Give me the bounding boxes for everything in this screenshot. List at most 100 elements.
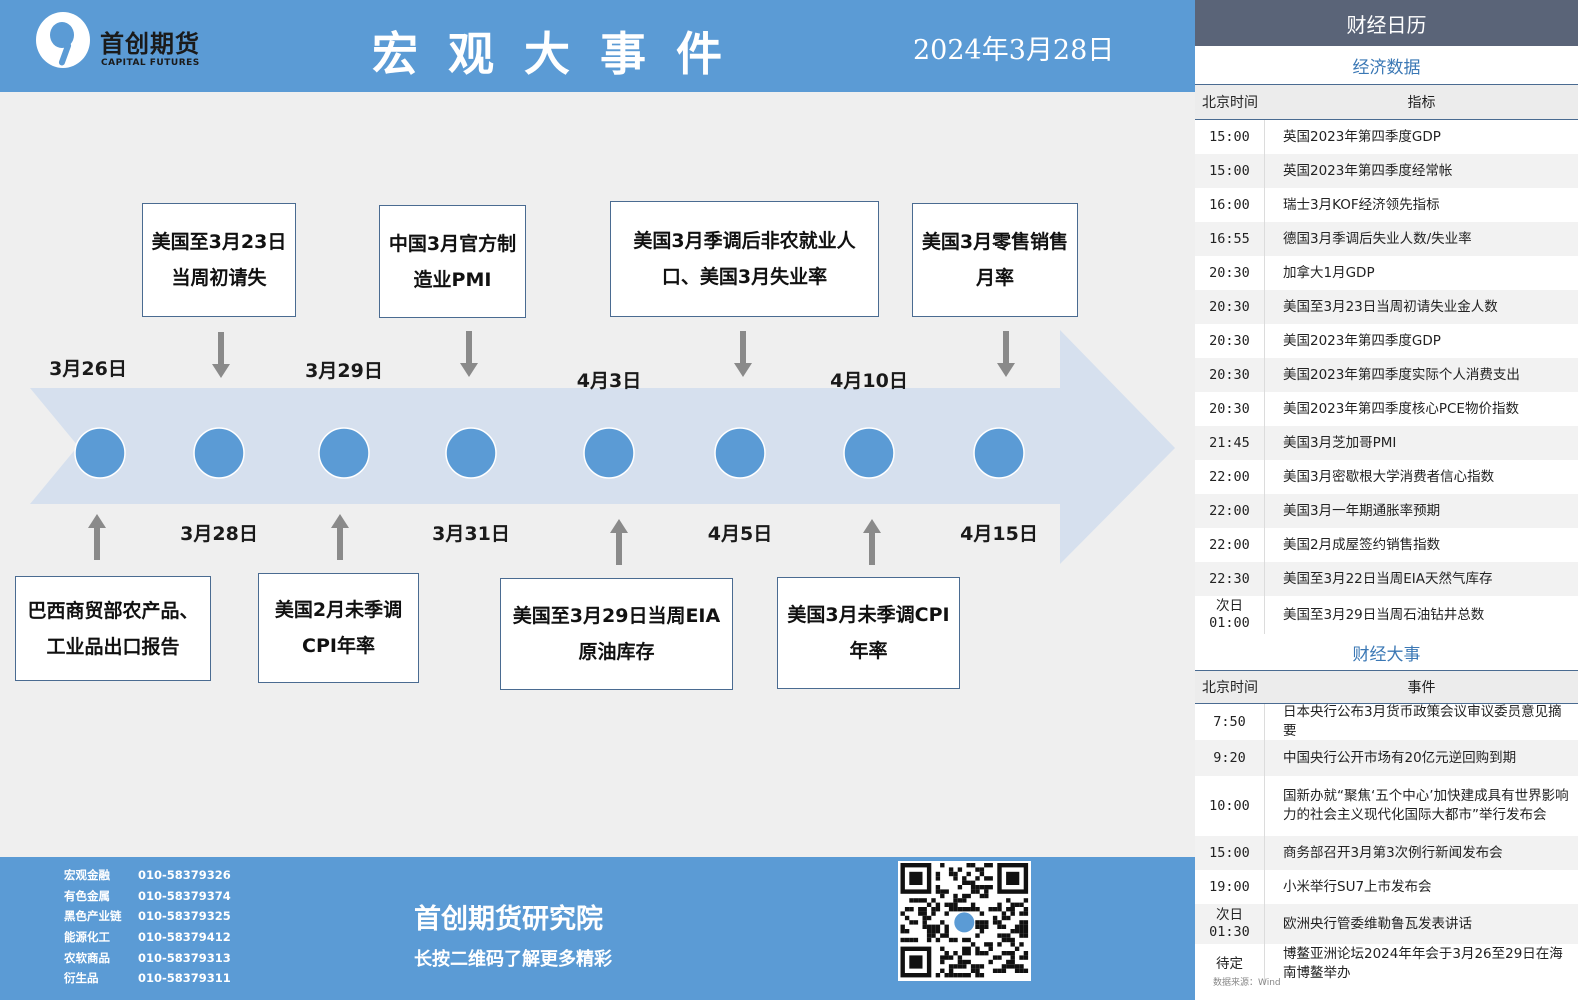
timeline-dots [74, 427, 1025, 479]
timeline-dot [318, 427, 370, 479]
row-time: 21:45 [1195, 426, 1265, 460]
row-time: 20:30 [1195, 324, 1265, 358]
event-box-top-2: 中国3月官方制造业PMI [379, 205, 526, 318]
row-time: 20:30 [1195, 392, 1265, 426]
contact-row: 农软商品 010-58379313 [64, 947, 231, 968]
timeline-dot [843, 427, 895, 479]
contact-department: 农软商品 [64, 950, 110, 965]
timeline-dot [973, 427, 1025, 479]
contact-phone[interactable]: 010-58379311 [138, 971, 231, 986]
row-text: 美国3月密歇根大学消费者信心指数 [1283, 468, 1495, 485]
row-text: 美国2023年第四季度核心PCE物价指数 [1283, 400, 1519, 417]
row-text: 欧洲央行管委维勒鲁瓦发表讲话 [1283, 915, 1472, 932]
table-row: 19:00 小米举行SU7上市发布会 [1195, 870, 1578, 904]
events-col-time: 北京时间 [1202, 680, 1258, 696]
row-text: 美国至3月22日当周EIA天然气库存 [1283, 570, 1493, 587]
event-box-top-4: 美国3月零售销售月率 [912, 203, 1078, 317]
page-title: 宏观大事件 [372, 27, 752, 81]
table-row: 22:30 美国至3月22日当周EIA天然气库存 [1195, 562, 1578, 596]
timeline-date-label: 4月3日 [576, 370, 642, 392]
row-time: 22:30 [1195, 562, 1265, 596]
table-row: 15:00 英国2023年第四季度经常帐 [1195, 154, 1578, 188]
row-text: 小米举行SU7上市发布会 [1283, 878, 1432, 895]
row-time: 15:00 [1195, 154, 1265, 188]
econ-table-body: 15:00 英国2023年第四季度GDP 15:00 英国2023年第四季度经常帐 16… [1195, 120, 1578, 634]
row-text: 英国2023年第四季度GDP [1283, 128, 1441, 145]
table-row: 20:30 美国2023年第四季度实际个人消费支出 [1195, 358, 1578, 392]
row-text: 国新办就“聚焦‘五个中心’加快建成具有世界影响力的社会主义现代化国际大都市”举行… [1283, 788, 1569, 823]
row-text: 美国至3月23日当周初请失业金人数 [1283, 298, 1498, 315]
contact-phone[interactable]: 010-58379313 [138, 950, 231, 965]
event-box-bottom-2: 美国2月未季调CPI年率 [258, 573, 419, 683]
events-table-header: 北京时间 事件 [1195, 670, 1578, 704]
timeline-dot [74, 427, 126, 479]
timeline-dot [583, 427, 635, 479]
event-box-top-1: 美国至3月23日当周初请失 [142, 203, 296, 317]
row-time: 22:00 [1195, 528, 1265, 562]
contact-phone[interactable]: 010-58379412 [138, 930, 231, 945]
contact-department: 宏观金融 [64, 868, 110, 883]
events-col-item: 事件 [1407, 680, 1436, 696]
row-text: 中国央行公开市场有20亿元逆回购到期 [1283, 749, 1517, 766]
row-time: 20:30 [1195, 290, 1265, 324]
contact-phone[interactable]: 010-58379326 [138, 868, 231, 883]
row-time: 19:00 [1195, 870, 1265, 904]
down-arrow-icon [460, 331, 478, 377]
row-time: 9:20 [1195, 740, 1265, 776]
contact-row: 黑色产业链 010-58379325 [64, 906, 231, 927]
row-time: 22:00 [1195, 494, 1265, 528]
timeline-date-label: 3月29日 [305, 360, 383, 382]
row-time: 20:30 [1195, 358, 1265, 392]
data-source-note: 数据来源：Wind [1213, 978, 1281, 988]
timeline-dot [193, 427, 245, 479]
row-time: 22:00 [1195, 460, 1265, 494]
row-time: 待定 [1195, 944, 1265, 984]
down-arrow-icon [997, 331, 1015, 377]
timeline-dot [445, 427, 497, 479]
timeline-dot [714, 427, 766, 479]
contact-phone[interactable]: 010-58379325 [138, 909, 231, 924]
row-text: 博鳌亚洲论坛2024年年会于3月26至29日在海南博鳌举办 [1283, 946, 1563, 981]
footer-subtitle: 长按二维码了解更多精彩 [414, 949, 612, 970]
down-arrow-icon [212, 332, 230, 378]
event-box-bottom-1: 巴西商贸部农产品、工业品出口报告 [15, 576, 211, 681]
table-row: 20:30 美国2023年第四季度核心PCE物价指数 [1195, 392, 1578, 426]
contact-phone[interactable]: 010-58379374 [138, 888, 231, 903]
econ-section-title: 经济数据 [1352, 57, 1421, 78]
contact-department: 黑色产业链 [64, 909, 122, 924]
timeline-date-label: 3月28日 [180, 523, 258, 545]
event-box-bottom-4: 美国3月未季调CPI年率 [777, 577, 960, 689]
row-time: 10:00 [1195, 776, 1265, 836]
qr-code-icon[interactable] [898, 861, 1031, 981]
event-box-bottom-3: 美国至3月29日当周EIA原油库存 [500, 578, 733, 690]
econ-table-header: 北京时间 指标 [1195, 84, 1578, 120]
row-text: 英国2023年第四季度经常帐 [1283, 162, 1453, 179]
table-row: 20:30 美国至3月23日当周初请失业金人数 [1195, 290, 1578, 324]
row-text: 美国2023年第四季度实际个人消费支出 [1283, 366, 1520, 383]
timeline-date-label: 3月31日 [432, 523, 510, 545]
up-arrow-icon [88, 514, 106, 560]
row-time: 15:00 [1195, 120, 1265, 154]
table-row: 22:00 美国3月密歇根大学消费者信心指数 [1195, 460, 1578, 494]
up-arrow-icon [863, 519, 881, 565]
event-box-top-3: 美国3月季调后非农就业人口、美国3月失业率 [610, 201, 879, 317]
row-time: 16:00 [1195, 188, 1265, 222]
row-time: 7:50 [1195, 704, 1265, 740]
capital-futures-logo-icon [36, 12, 90, 68]
timeline-arrow-graphic [30, 330, 1175, 564]
